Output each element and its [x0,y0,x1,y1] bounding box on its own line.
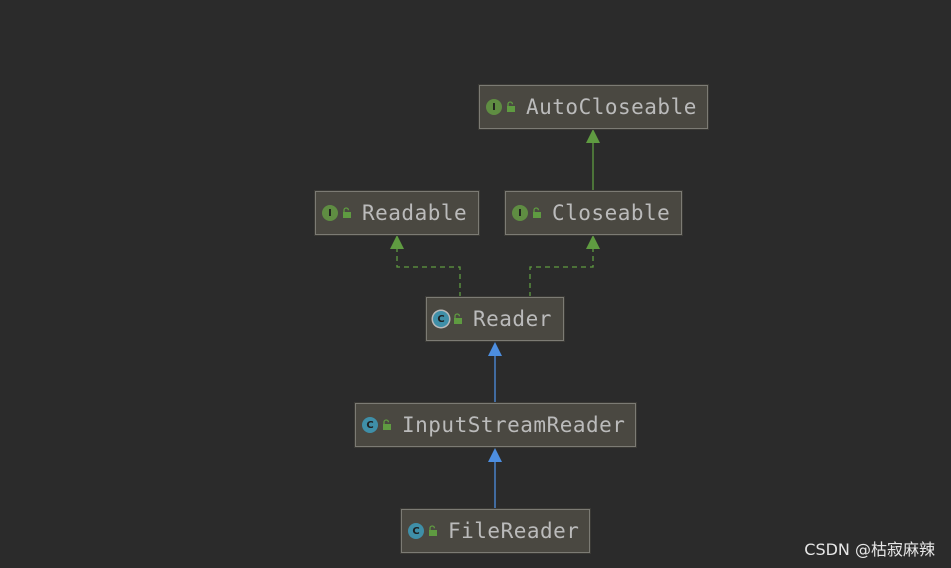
arrowhead-autocloseable [586,129,600,143]
arrowhead-closeable [586,235,600,249]
node-reader[interactable]: C Reader [426,297,564,341]
node-inputstreamreader[interactable]: C InputStreamReader [355,403,636,447]
arrowhead-readable [390,235,404,249]
node-closeable[interactable]: I Closeable [505,191,682,235]
unlocked-icon [454,313,462,324]
unlocked-icon [507,101,515,112]
class-icon: C [408,523,424,539]
arrowhead-inputstreamreader [488,448,502,462]
abstract-class-icon: C [433,311,449,327]
node-label: InputStreamReader [402,413,626,437]
unlocked-icon [343,207,351,218]
node-label: AutoCloseable [526,95,697,119]
class-icon: C [362,417,378,433]
unlocked-icon [533,207,541,218]
unlocked-icon [429,525,437,536]
edge-reader-closeable [529,248,594,297]
watermark: CSDN @枯寂麻辣 [804,540,935,559]
node-label: Readable [362,201,468,225]
edge-reader-readable [396,248,461,297]
interface-icon: I [486,99,502,115]
node-label: Closeable [552,201,671,225]
node-label: FileReader [448,519,580,543]
node-autocloseable[interactable]: I AutoCloseable [479,85,708,129]
arrowhead-reader [488,342,502,356]
interface-icon: I [512,205,528,221]
node-label: Reader [473,307,552,331]
unlocked-icon [383,419,391,430]
interface-icon: I [322,205,338,221]
node-filereader[interactable]: C FileReader [401,509,590,553]
node-readable[interactable]: I Readable [315,191,479,235]
